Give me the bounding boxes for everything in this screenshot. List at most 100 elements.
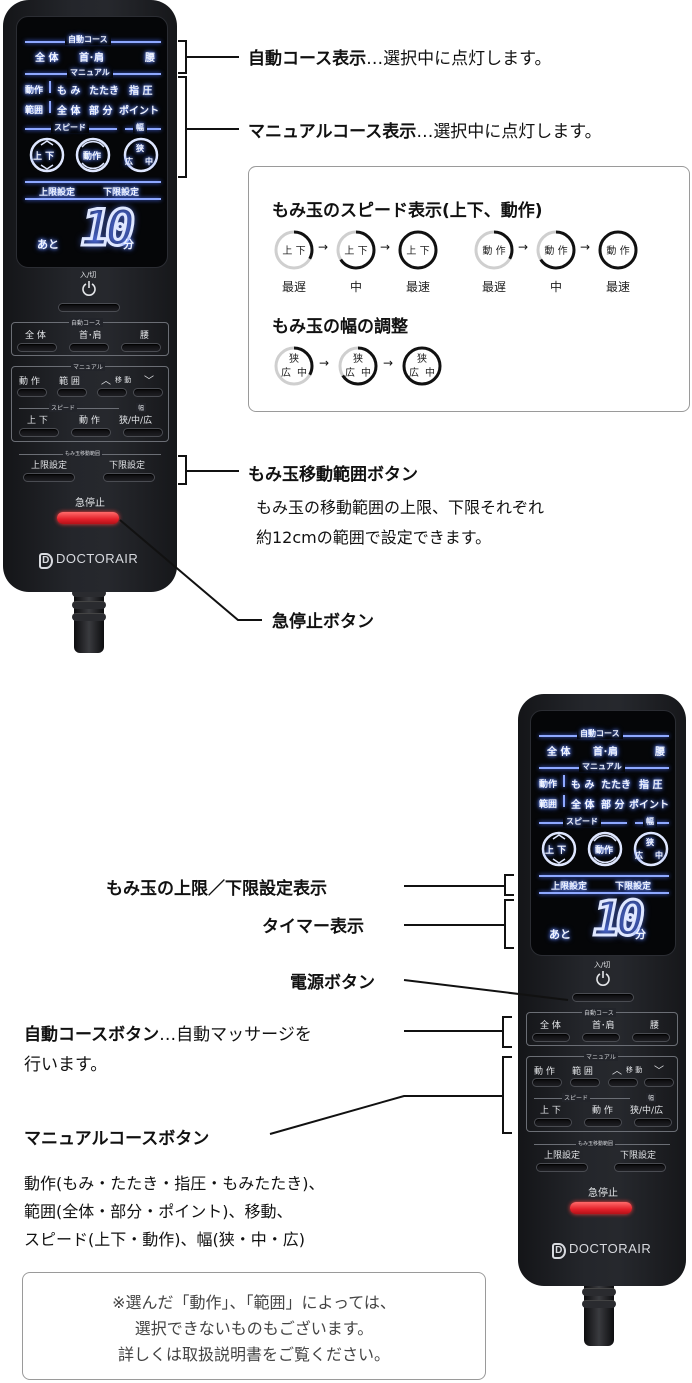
- speed-action-button[interactable]: [71, 428, 111, 437]
- action-arrow-icon-1: →: [580, 240, 591, 254]
- lcd-speed-updown: 上 下: [33, 152, 55, 162]
- manual-leader-line: [269, 1095, 502, 1135]
- lcd-action-momi: も み: [57, 86, 81, 97]
- power-label: 入/切: [80, 271, 97, 279]
- emergency-stop-button[interactable]: [57, 512, 119, 524]
- action-speed-level-0-icon: [472, 228, 516, 272]
- upper-limit-button-2[interactable]: [536, 1163, 588, 1172]
- emergency-stop-button-2[interactable]: [570, 1202, 632, 1214]
- width-button-2[interactable]: [634, 1118, 672, 1127]
- lcd-speed-action-icon: [75, 137, 111, 173]
- auto-all-label-2: 全 体: [540, 1021, 561, 1031]
- manual-action-button-2[interactable]: [532, 1078, 562, 1087]
- manual-group-label: マニュアル: [71, 362, 105, 371]
- lcd2-width-mid: 中: [655, 851, 663, 860]
- lcd2-width-narrow: 狭: [646, 838, 654, 847]
- move-down-button-2[interactable]: [644, 1078, 674, 1087]
- updown-arrow-icon-1: →: [380, 240, 391, 254]
- lcd2-auto-neck: 首･肩: [593, 747, 618, 758]
- range-button-desc-2: 約12cmの範囲で設定できます。: [256, 528, 492, 547]
- power-button-label: 電源ボタン: [290, 973, 375, 993]
- width-mid-text-1: 中: [361, 368, 371, 379]
- lcd2-range-point: ポイント: [629, 800, 669, 811]
- manual-action-button[interactable]: [17, 388, 47, 397]
- updown-speed-level-0-icon: [272, 228, 316, 272]
- lcd2-timer-digits: 10: [592, 890, 647, 949]
- speed-updown-button-2[interactable]: [534, 1118, 572, 1127]
- lower-limit-button[interactable]: [103, 473, 155, 482]
- auto-course-display-label: 自動コース表示…選択中に点灯します。: [248, 49, 552, 69]
- lower-limit-button-2[interactable]: [614, 1163, 666, 1172]
- lcd-range-all: 全 体: [57, 106, 81, 117]
- lcd2-tataki: たたき: [601, 780, 631, 791]
- speed-box-title: もみ玉のスピード表示(上下、動作): [272, 201, 543, 221]
- manual-group-label-2: マニュアル: [584, 1052, 618, 1061]
- manual-display-bracket: [178, 76, 187, 178]
- lcd-auto-neck: 首･肩: [79, 53, 104, 64]
- lcd-width-narrow: 狭: [136, 144, 144, 153]
- lcd2-manual-title: マニュアル: [579, 761, 625, 772]
- lcd-width-title: 幅: [133, 122, 147, 133]
- upper-limit-button[interactable]: [23, 473, 75, 482]
- auto-waist-label-2: 腰: [650, 1021, 660, 1031]
- lcd-speed-action: 動作: [83, 152, 102, 162]
- power-leader-line: [403, 979, 569, 1001]
- width-button-label: 狭/中/広: [119, 416, 153, 426]
- auto-neck-button[interactable]: [69, 343, 109, 352]
- width-mid-text-0: 中: [297, 368, 307, 379]
- lcd-lower-limit: 下限設定: [103, 188, 140, 198]
- width-button[interactable]: [123, 428, 163, 437]
- lcd2-momi: も み: [571, 780, 595, 791]
- action-speed-level-label-1: 中: [549, 280, 562, 294]
- auto-waist-button-2[interactable]: [632, 1033, 670, 1042]
- power-button[interactable]: [58, 303, 120, 312]
- speed-width-info-box: [248, 166, 690, 412]
- auto-neck-button-2[interactable]: [582, 1033, 620, 1042]
- manual-desc-2: 範囲(全体・部分・ポイント)、移動、: [24, 1202, 293, 1221]
- width-arrow-icon-0: →: [319, 356, 330, 370]
- speed-updown-button[interactable]: [19, 428, 59, 437]
- manual-range-button[interactable]: [57, 388, 87, 397]
- width-wide-text-1: 広: [345, 368, 355, 379]
- width-sub-label: 幅: [136, 403, 147, 412]
- upper-limit-label-2: 上限設定: [544, 1151, 581, 1161]
- remote-controller: 自動コース 全 体 首･肩 腰 マニュアル 動作 も み たたき 指 圧 範囲 …: [3, 0, 177, 592]
- power-icon: [82, 281, 96, 296]
- manual-range-button-2[interactable]: [570, 1078, 600, 1087]
- width-wide-text-2: 広: [409, 368, 419, 379]
- width-sub-label-2: 幅: [646, 1093, 657, 1102]
- auto-course-button-label: 自動コースボタン…自動マッサージを: [24, 1025, 312, 1045]
- updown-speed-text-1: 上 下: [344, 246, 368, 257]
- power-button-2[interactable]: [572, 993, 634, 1002]
- lcd-width-mid: 中: [145, 157, 153, 166]
- move-up-button-2[interactable]: [608, 1078, 638, 1087]
- lcd2-range-label: 範囲: [539, 800, 558, 810]
- chevron-down-icon-2: ﹀: [654, 1066, 664, 1077]
- action-arrow-icon-0: →: [518, 240, 529, 254]
- speed-action-button-2[interactable]: [584, 1118, 622, 1127]
- lcd2-speed-action-icon: [587, 831, 623, 867]
- timer-display-label: タイマー表示: [262, 917, 364, 937]
- auto-all-button-2[interactable]: [532, 1033, 570, 1042]
- width-speed-level-2-icon: [400, 344, 444, 388]
- updown-speed-text-2: 上 下: [406, 246, 430, 257]
- updown-speed-level-1-icon: [334, 228, 378, 272]
- move-down-button[interactable]: [133, 388, 163, 397]
- lcd-range-part: 部 分: [89, 106, 113, 117]
- notice-box: [22, 1272, 486, 1380]
- manual-desc-3: スピード(上下・動作)、幅(狭・中・広): [24, 1230, 305, 1249]
- move-up-button[interactable]: [97, 388, 127, 397]
- manual-range-label-2: 範 囲: [572, 1067, 593, 1077]
- manual-move-label: 移 動: [115, 376, 132, 384]
- timer-display-bracket: [504, 899, 514, 949]
- auto-waist-button[interactable]: [121, 343, 161, 352]
- action-speed-level-2-icon: [596, 228, 640, 272]
- lcd2-auto-all: 全 体: [547, 747, 571, 758]
- auto-group-label-2: 自動コース: [582, 1008, 616, 1017]
- speed-action-label: 動 作: [79, 416, 100, 426]
- lcd-action-tataki: たたき: [89, 86, 119, 97]
- auto-all-button[interactable]: [17, 343, 57, 352]
- lcd-auto-all: 全 体: [35, 53, 59, 64]
